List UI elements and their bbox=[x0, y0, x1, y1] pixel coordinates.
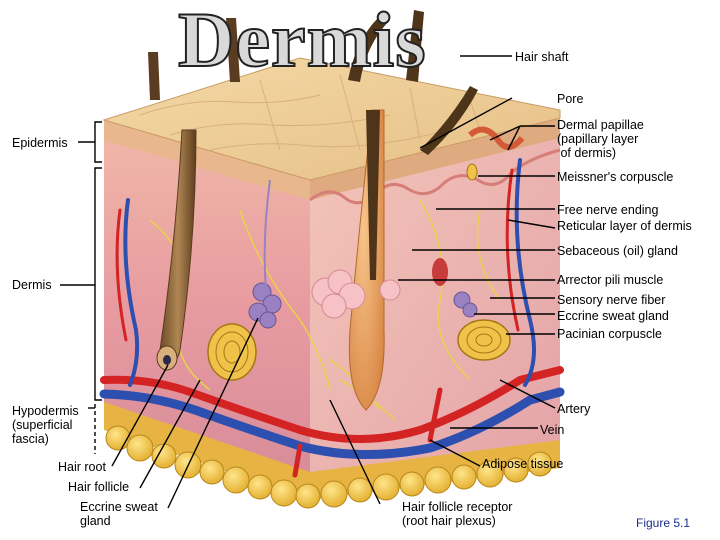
label-sebaceous-gland: Sebaceous (oil) gland bbox=[557, 244, 678, 258]
label-dermal-papillae: Dermal papillae (papillary layer of derm… bbox=[557, 118, 644, 160]
label-sensory-nerve-fiber: Sensory nerve fiber bbox=[557, 293, 666, 307]
label-vein: Vein bbox=[540, 423, 565, 437]
label-dermis: Dermis bbox=[12, 278, 52, 292]
blood-vessels bbox=[99, 158, 565, 478]
label-epidermis: Epidermis bbox=[12, 136, 68, 150]
label-eccrine-sweat-gland-right: Eccrine sweat gland bbox=[557, 309, 669, 323]
label-pacinian-corpuscle: Pacinian corpuscle bbox=[557, 327, 662, 341]
papilla-detail bbox=[468, 126, 525, 150]
label-reticular-layer: Reticular layer of dermis bbox=[557, 219, 692, 233]
epidermis-front bbox=[104, 120, 310, 200]
figure-number: Figure 5.1 bbox=[636, 516, 691, 530]
dermal-papillae bbox=[309, 148, 561, 205]
label-hair-follicle-receptor: Hair follicle receptor (root hair plexus… bbox=[402, 500, 513, 528]
adipose-layer bbox=[104, 400, 560, 509]
label-free-nerve-ending: Free nerve ending bbox=[557, 203, 659, 217]
meissner-corpuscle bbox=[466, 163, 478, 181]
eccrine-sweat-glands bbox=[248, 282, 478, 329]
label-pore: Pore bbox=[557, 92, 584, 106]
hair-follicles bbox=[156, 109, 385, 411]
label-eccrine-sweat-gland-left: Eccrine sweat gland bbox=[80, 500, 158, 528]
label-hair-follicle: Hair follicle bbox=[68, 480, 130, 494]
surface-creases bbox=[139, 74, 481, 151]
page-title: Dermis bbox=[177, 0, 427, 83]
label-hair-shaft: Hair shaft bbox=[515, 50, 569, 64]
label-hypodermis: Hypodermis (superficial fascia) bbox=[12, 404, 79, 446]
label-artery: Artery bbox=[557, 402, 591, 416]
skin-surface bbox=[102, 57, 561, 181]
hair-shafts bbox=[148, 10, 478, 155]
label-adipose-tissue: Adipose tissue bbox=[482, 457, 564, 471]
label-hair-root: Hair root bbox=[58, 460, 106, 474]
leader-lines bbox=[60, 55, 556, 509]
label-arrector-pili-muscle: Arrector pili muscle bbox=[557, 273, 664, 287]
arrector-pili-muscle bbox=[432, 258, 448, 286]
label-meissners-corpuscle: Meissner's corpuscle bbox=[557, 170, 674, 184]
sebaceous-gland bbox=[311, 269, 401, 319]
